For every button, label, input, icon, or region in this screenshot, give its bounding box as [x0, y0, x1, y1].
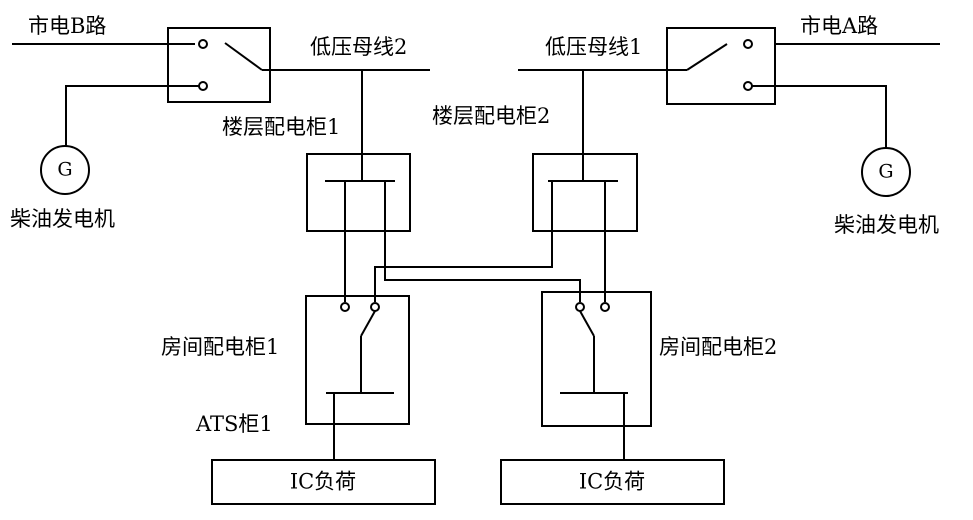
ic-load-right-label: IC负荷 — [578, 469, 646, 494]
ic-load-right-box — [500, 459, 725, 505]
left-generator-symbol — [40, 145, 90, 195]
ic-load-left-label: IC负荷 — [289, 469, 357, 494]
left-generator-letter: G — [57, 158, 73, 181]
left-switch-contact-top — [198, 39, 208, 49]
right-switch-blade — [686, 43, 728, 71]
right-switch-contact-bottom — [743, 81, 753, 91]
right-generator-feed — [752, 85, 887, 148]
floor-cab-2-to-room-1 — [374, 181, 553, 302]
floor-cabinet-2-box — [532, 153, 638, 232]
room-2-contact-right — [600, 302, 610, 312]
left-generator-feed — [65, 85, 200, 146]
bus-1-label: 低压母线1 — [545, 35, 643, 59]
floor-cabinet-1-box — [306, 153, 411, 232]
room-2-ats-blade — [579, 310, 595, 337]
left-switch-blade — [224, 42, 263, 71]
floor-cab-1-to-room-2 — [384, 181, 581, 302]
room-cabinet-1-box — [305, 295, 410, 425]
room-cabinet-2-label: 房间配电柜2 — [659, 335, 778, 359]
bus-2-label: 低压母线2 — [310, 35, 408, 59]
right-transfer-switch-box — [666, 27, 776, 105]
left-generator-label: 柴油发电机 — [10, 207, 115, 231]
left-transfer-switch-box — [167, 27, 271, 103]
ats-cabinet-1-label: ATS柜1 — [196, 412, 273, 436]
floor-cabinet-2-label: 楼层配电柜2 — [432, 104, 551, 128]
room-1-contact-left — [340, 302, 350, 312]
right-generator-symbol — [861, 147, 911, 197]
room-2-contact-left — [575, 302, 585, 312]
grid-a-label: 市电A路 — [800, 14, 879, 38]
floor-cabinet-1-label: 楼层配电柜1 — [222, 115, 341, 139]
right-generator-letter: G — [878, 160, 894, 183]
grid-b-label: 市电B路 — [28, 14, 107, 38]
right-generator-label: 柴油发电机 — [834, 213, 939, 237]
ic-load-left-box — [211, 459, 436, 505]
room-1-contact-right — [370, 302, 380, 312]
room-cabinet-2-box — [541, 291, 652, 427]
room-cabinet-1-label: 房间配电柜1 — [161, 335, 280, 359]
left-switch-contact-bottom — [198, 81, 208, 91]
room-1-ats-blade — [360, 310, 376, 337]
right-switch-contact-top — [743, 39, 753, 49]
